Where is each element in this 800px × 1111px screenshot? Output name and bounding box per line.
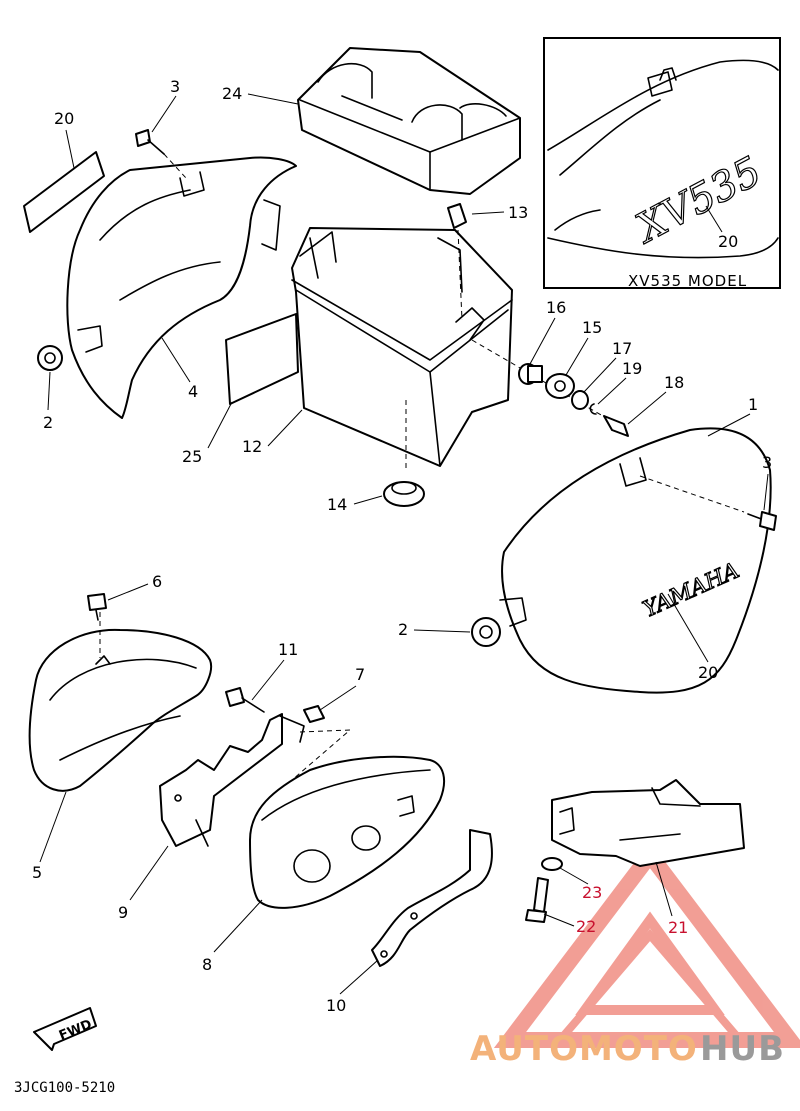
label-9: 9: [118, 903, 128, 922]
label-10: 10: [326, 996, 346, 1015]
label-13: 13: [508, 203, 528, 222]
watermark-part2: HUB: [700, 1029, 785, 1069]
label-6: 6: [152, 572, 162, 591]
label-14: 14: [327, 495, 347, 514]
part-2-grommet-a: [37, 345, 63, 371]
label-18: 18: [664, 373, 684, 392]
part-25-damper: [225, 313, 299, 405]
fwd-arrow-icon: FWD: [33, 1007, 97, 1051]
label-20-a: 20: [54, 109, 74, 128]
label-11: 11: [278, 640, 298, 659]
label-16: 16: [546, 298, 566, 317]
label-22: 22: [576, 917, 596, 936]
watermark-part1: AUTOMOTO: [470, 1029, 698, 1069]
diagram-code: 3JCG100-5210: [14, 1080, 115, 1096]
part-3-bolt-a: [135, 129, 187, 179]
label-24: 24: [222, 84, 242, 103]
label-8: 8: [202, 955, 212, 974]
label-5: 5: [32, 863, 42, 882]
label-1: 1: [748, 395, 758, 414]
part-14-grommet: [383, 400, 425, 507]
watermark-triangle: [493, 841, 800, 1048]
label-3-b: 3: [762, 453, 772, 472]
label-17: 17: [612, 339, 632, 358]
label-23: 23: [582, 883, 602, 902]
part-10-strap: [371, 829, 493, 967]
part-2-grommet-b: [471, 617, 501, 647]
label-4: 4: [188, 382, 198, 401]
label-15: 15: [582, 318, 602, 337]
hardware-fasteners: [471, 339, 629, 437]
inset-box: XV535 20 XV535 MODEL: [543, 37, 781, 290]
watermark-text: AUTOMOTO HUB: [470, 1029, 785, 1069]
label-12: 12: [242, 437, 262, 456]
label-19: 19: [622, 359, 642, 378]
part-6-bolt: [87, 593, 107, 621]
part-8-toolbox: [249, 755, 446, 909]
part-23-washer: [541, 857, 563, 871]
label-20-b: 20: [698, 663, 718, 682]
part-24-battery-pad: [297, 47, 521, 195]
label-25: 25: [182, 447, 202, 466]
part-1-right-cover: YAMAHA: [499, 427, 772, 694]
part-20-emblem-sheet: [23, 151, 105, 233]
part-13-clip: [447, 203, 467, 321]
inset-label-20: 20: [718, 232, 738, 251]
part-22-bolt: [525, 877, 549, 923]
label-7: 7: [355, 665, 365, 684]
part-21-tray: [551, 779, 745, 867]
label-3-a: 3: [170, 77, 180, 96]
part-4-left-cover: [66, 156, 297, 419]
inset-caption: XV535 MODEL: [628, 272, 747, 290]
label-21: 21: [668, 918, 688, 937]
part-3-bolt-b: [747, 511, 777, 531]
label-2-a: 2: [43, 413, 53, 432]
part-12-battery-box: [291, 227, 513, 467]
label-2-b: 2: [398, 620, 408, 639]
part-11-bolt: [225, 687, 265, 713]
part-7-clip: [291, 705, 352, 781]
part-9-bracket: [159, 713, 305, 847]
part-5-lower-cover: [28, 612, 212, 792]
